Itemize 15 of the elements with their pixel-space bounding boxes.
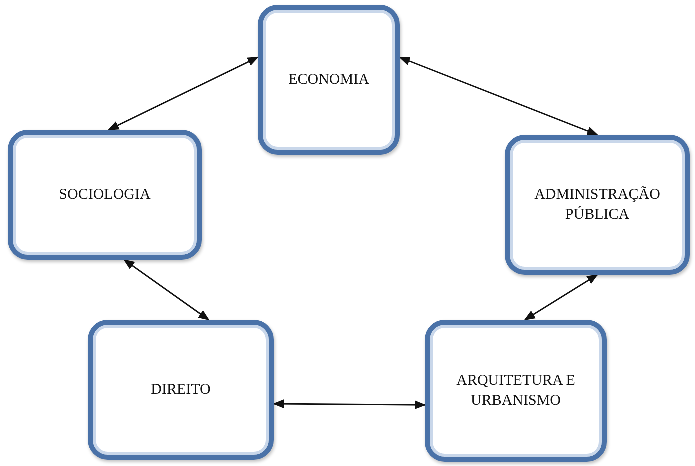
rounded-box (258, 5, 400, 155)
rounded-box (88, 320, 274, 460)
double-arrow (272, 400, 426, 410)
double-arrow (398, 56, 599, 136)
rounded-box (8, 130, 202, 260)
box-label: ARQUITETURA E URBANISMO (456, 372, 576, 411)
box-label: SOCIOLOGIA (59, 186, 151, 205)
box-label: ADMINISTRAÇÃO PÚBLICA (534, 186, 662, 225)
double-arrow (524, 274, 598, 321)
rounded-box (505, 135, 690, 275)
double-arrow (108, 56, 259, 131)
box-label: ECONOMIA (288, 70, 370, 90)
box-label: DIREITO (151, 380, 211, 400)
double-arrow (123, 259, 210, 321)
rounded-box (425, 320, 607, 462)
